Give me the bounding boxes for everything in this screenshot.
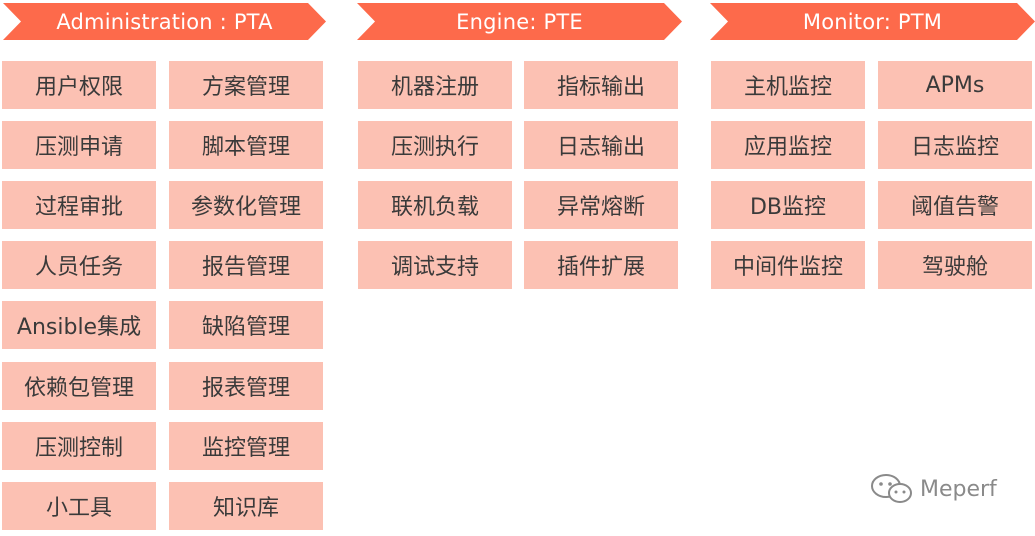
pta-item: 报表管理 <box>169 362 323 410</box>
pta-item: 人员任务 <box>2 241 156 289</box>
pta-item: 参数化管理 <box>169 181 323 229</box>
pta-item: 过程审批 <box>2 181 156 229</box>
pta-item: 压测控制 <box>2 422 156 470</box>
pta-item: 缺陷管理 <box>169 301 323 349</box>
ptm-item: 主机监控 <box>711 61 865 109</box>
ptm-header: Monitor: PTM <box>710 3 1035 40</box>
pta-item: 压测申请 <box>2 121 156 169</box>
pte-item: 日志输出 <box>524 121 678 169</box>
ptm-item: DB监控 <box>711 181 865 229</box>
pta-header: Administration : PTA <box>3 3 326 40</box>
ptm-item: 中间件监控 <box>711 241 865 289</box>
pta-item: 用户权限 <box>2 61 156 109</box>
ptm-item: 日志监控 <box>878 121 1032 169</box>
ptm-item: 驾驶舱 <box>878 241 1032 289</box>
pta-item: 依赖包管理 <box>2 362 156 410</box>
pte-item: 机器注册 <box>358 61 512 109</box>
pte-item: 指标输出 <box>524 61 678 109</box>
pte-item: 插件扩展 <box>524 241 678 289</box>
ptm-item: APMs <box>878 61 1032 109</box>
pta-item: 报告管理 <box>169 241 323 289</box>
pte-item: 异常熔断 <box>524 181 678 229</box>
ptm-item: 阈值告警 <box>878 181 1032 229</box>
pta-item: 知识库 <box>169 482 323 530</box>
pta-item: Ansible集成 <box>2 301 156 349</box>
pte-header: Engine: PTE <box>357 3 682 40</box>
pte-item: 联机负载 <box>358 181 512 229</box>
pta-item: 脚本管理 <box>169 121 323 169</box>
pta-item: 监控管理 <box>169 422 323 470</box>
ptm-item: 应用监控 <box>711 121 865 169</box>
wechat-icon <box>870 473 914 505</box>
watermark: Meperf <box>870 472 997 506</box>
pte-item: 压测执行 <box>358 121 512 169</box>
pte-item: 调试支持 <box>358 241 512 289</box>
pta-item: 小工具 <box>2 482 156 530</box>
watermark-text: Meperf <box>920 476 997 502</box>
pta-item: 方案管理 <box>169 61 323 109</box>
